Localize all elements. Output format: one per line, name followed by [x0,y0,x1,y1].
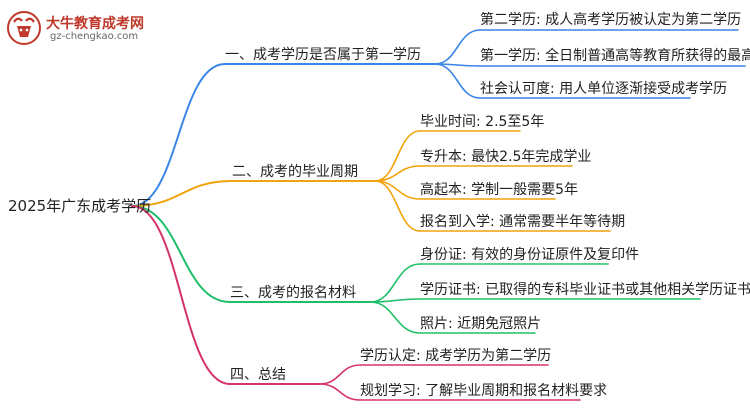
root-to-branch-4-connector [131,205,231,385]
bull-logo-icon [7,11,41,45]
root-node: 2025年广东成考学历 [8,197,152,215]
branch-2-label: 二、成考的毕业周期 [232,164,358,180]
branch-1-leaf-3-connector [434,63,481,99]
brand-title: 大牛教育成考网 [46,16,144,32]
leaf-3-1: 身份证: 有效的身份证原件及复印件 [420,247,640,263]
branch-3-leaf-3-connector [369,301,421,334]
root-to-branch-2-connector [131,180,233,207]
leaf-1-1: 第二学历: 成人高考学历被认定为第二学历 [480,12,742,28]
branch-1-leaf-1-connector [434,29,481,65]
leaf-1-3: 社会认可度: 用人单位逐渐接受成考学历 [480,81,728,97]
branch-4-leaf-2-connector [319,383,361,401]
leaf-4-2: 规划学习: 了解毕业周期和报名材料要求 [360,383,608,399]
branch-4-label: 四、总结 [230,367,286,383]
leaf-2-3: 高起本: 学制一般需要5年 [420,182,579,198]
leaf-3-3: 照片: 近期免冠照片 [420,316,542,332]
brand-url: gz-chengkao.com [50,31,139,42]
leaf-2-2: 专升本: 最快2.5年完成学业 [420,149,592,165]
brand-logo: 大牛教育成考网 gz-chengkao.com [6,10,166,50]
leaf-2-4: 报名到入学: 通常需要半年等待期 [420,214,626,230]
leaf-2-1: 毕业时间: 2.5至5年 [420,114,545,130]
leaf-4-1: 学历认定: 成考学历为第二学历 [360,348,552,364]
branch-2-leaf-4-connector [374,180,421,232]
branch-3-label: 三、成考的报名材料 [230,285,356,301]
branch-2-leaf-3-connector [374,180,421,200]
branch-1-label: 一、成考学历是否属于第一学历 [225,47,421,63]
leaf-1-2: 第一学历: 全日制普通高等教育所获得的最高学历 [480,48,750,64]
leaf-3-2: 学历证书: 已取得的专科毕业证书或其他相关学历证书 [420,282,750,298]
root-to-branch-3-connector [131,205,231,303]
branch-4-leaf-1-connector [319,364,361,385]
branch-2-leaf-1-connector [374,130,421,182]
root-to-branch-1-connector [131,63,226,207]
branch-3-leaf-1-connector [369,263,421,303]
